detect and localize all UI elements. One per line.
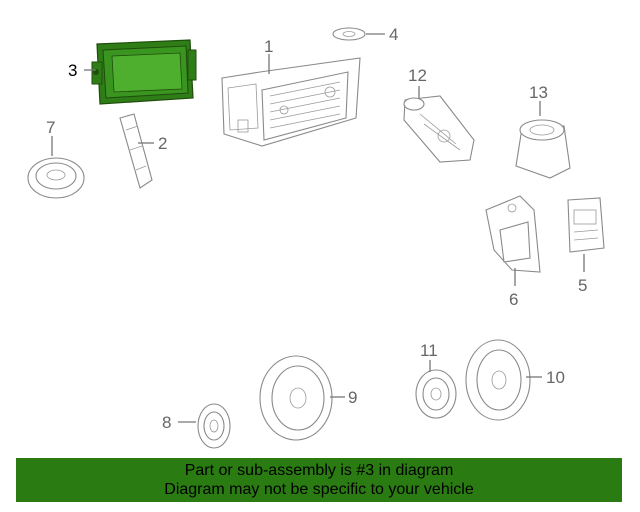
callout-5: 5 [578, 276, 587, 295]
callout-11: 11 [420, 341, 438, 360]
part-2-bracket[interactable] [119, 113, 153, 189]
part-10-speaker[interactable] [465, 339, 531, 421]
callout-9: 9 [348, 388, 357, 407]
part-7-speaker[interactable] [27, 157, 85, 199]
callout-10: 10 [546, 368, 565, 387]
callout-1: 1 [264, 37, 273, 56]
info-banner: Part or sub-assembly is #3 in diagram Di… [16, 458, 622, 502]
part-13-knob-bezel[interactable] [515, 119, 571, 179]
part-6-mounting-bracket[interactable] [485, 195, 541, 273]
callout-4: 4 [389, 25, 398, 44]
part-1-radio-unit[interactable] [221, 57, 361, 147]
part-11-tweeter[interactable] [415, 369, 457, 419]
part-3-display-unit[interactable] [91, 39, 197, 105]
part-8-tweeter[interactable] [197, 403, 231, 449]
banner-line-2: Diagram may not be specific to your vehi… [164, 481, 474, 498]
part-5-control-module[interactable] [567, 197, 605, 253]
part-9-speaker[interactable] [259, 355, 333, 441]
callout-6: 6 [509, 290, 518, 309]
callout-12: 12 [408, 66, 427, 85]
banner-line-1: Part or sub-assembly is #3 in diagram [184, 462, 454, 479]
part-4-disc[interactable] [332, 27, 366, 41]
part-12-control-unit[interactable] [403, 95, 475, 163]
leader-lines [51, 33, 585, 423]
callout-2: 2 [158, 134, 167, 153]
callout-3: 3 [68, 61, 77, 80]
callout-13: 13 [529, 83, 548, 102]
callout-7: 7 [46, 118, 55, 137]
callout-8: 8 [162, 413, 171, 432]
